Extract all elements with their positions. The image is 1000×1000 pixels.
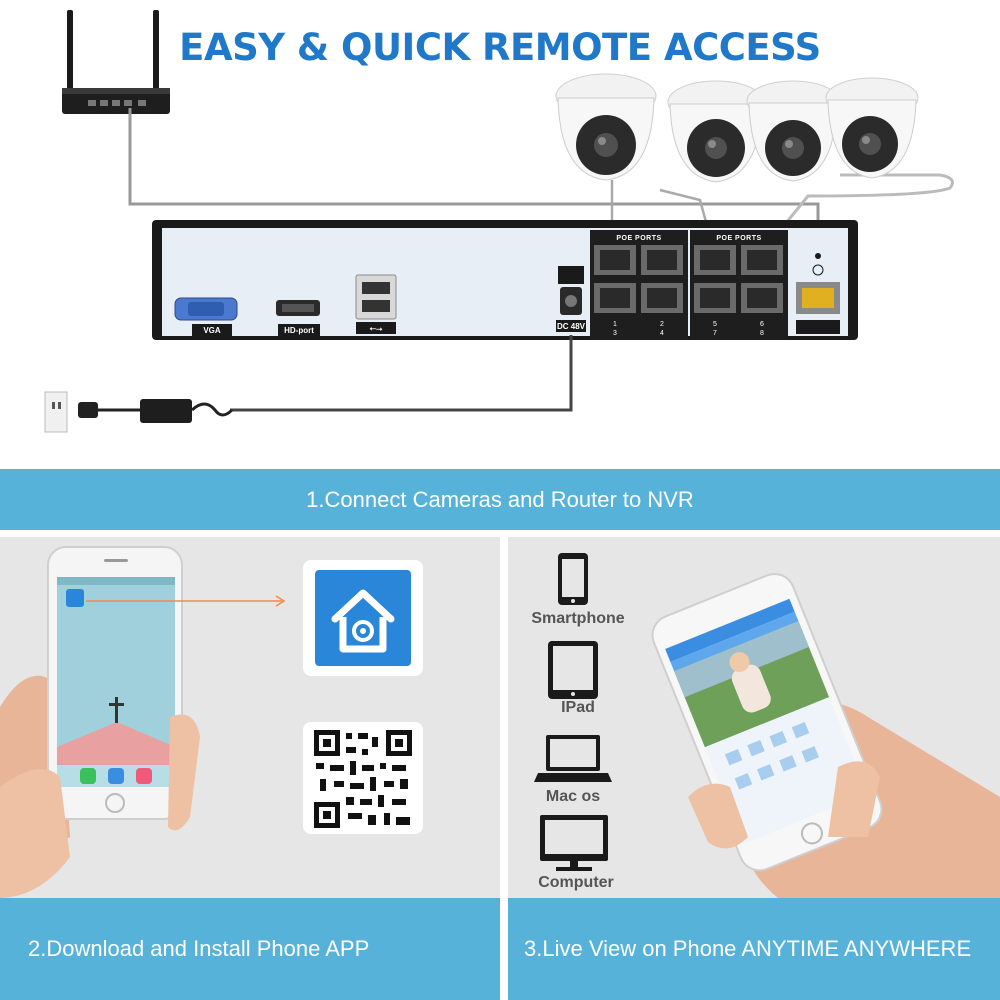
nvr-back-panel: VGA HD-port ⭠⭢ DC 48V POE PORTS 1 2 3 4 … [152,220,858,340]
dome-camera-icon [746,80,840,182]
svg-text:5: 5 [713,321,717,328]
device-label-ipad: IPad [561,699,595,716]
poe-group-label: POE PORTS [716,235,761,242]
device-label-mac: Mac os [545,788,601,805]
smartphone-device-icon [558,553,588,605]
laptop-device-icon [534,735,612,782]
dome-camera-icon [825,77,919,179]
svg-text:7: 7 [713,330,717,337]
vga-port-label: VGA [203,326,221,335]
svg-text:1: 1 [613,321,617,328]
step-1-text: 1.Connect Cameras and Router to NVR [306,486,694,512]
svg-text:8: 8 [760,330,764,337]
smartphone-icon [47,546,183,820]
device-label-smartphone: Smartphone [531,610,625,627]
step-3-text: 3.Live View on Phone ANYTIME ANYWHERE [524,936,972,961]
svg-text:6: 6 [760,321,764,328]
nvr-connection-diagram: VGA HD-port ⭠⭢ DC 48V POE PORTS 1 2 3 4 … [44,10,954,433]
svg-text:3: 3 [613,330,617,337]
step-3-banner: 3.Live View on Phone ANYTIME ANYWHERE [508,898,1000,1000]
computer-device-icon [540,815,608,871]
svg-text:4: 4 [660,330,664,337]
poe-group-label: POE PORTS [616,235,661,242]
qr-code-icon[interactable] [303,722,423,834]
dc-port-label: DC 48V [557,322,586,331]
live-view-phone [651,573,883,872]
step-2-text: 2.Download and Install Phone APP [28,936,370,961]
hdmi-port-label: HD-port [284,326,314,335]
step-2-banner: 2.Download and Install Phone APP [0,898,500,1000]
app-icon[interactable] [303,560,423,676]
dome-camera-icon [555,73,657,181]
app-download-illustration [0,546,423,898]
router-icon [62,10,170,114]
step-1-banner: 1.Connect Cameras and Router to NVR [0,469,1000,530]
svg-text:2: 2 [660,321,664,328]
device-label-computer: Computer [538,874,614,891]
usb-port-label: ⭠⭢ [370,324,383,333]
device-list-illustration [534,553,1000,898]
page-title: EASY & QUICK REMOTE ACCESS [179,26,821,69]
tablet-device-icon [548,641,598,699]
power-adapter-icon [44,391,234,433]
